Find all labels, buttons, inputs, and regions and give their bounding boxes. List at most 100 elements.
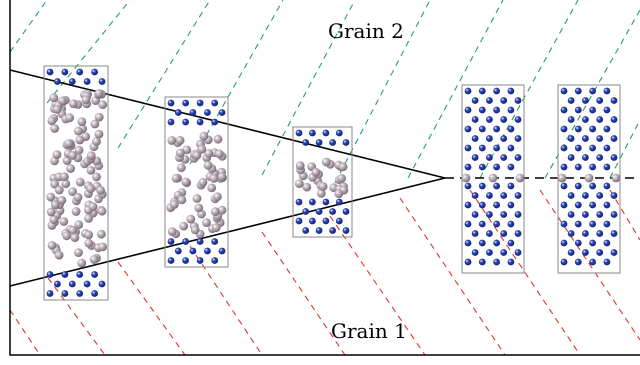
- gray-atom: [192, 194, 202, 203]
- blue-atom: [500, 116, 508, 123]
- blue-atom: [189, 247, 197, 255]
- gray-atom: [94, 129, 104, 139]
- blue-atom: [464, 220, 472, 228]
- blue-atom: [329, 208, 336, 215]
- blue-atom: [500, 211, 508, 218]
- blue-atom: [302, 139, 310, 146]
- blue-atom: [329, 227, 336, 234]
- blue-atom: [603, 201, 611, 209]
- gray-atom: [167, 227, 177, 237]
- gray-atom: [213, 192, 222, 202]
- grain-2-hatch-line: [46, 0, 131, 104]
- blue-atom: [309, 217, 316, 225]
- blue-atom: [174, 247, 182, 255]
- gray-atom: [74, 248, 83, 257]
- gray-atom: [92, 137, 101, 146]
- blue-atom: [493, 239, 500, 247]
- blue-atom: [500, 135, 508, 142]
- grain-1-hatch-line: [117, 261, 186, 356]
- blue-atom: [322, 217, 330, 225]
- gray-atom: [84, 214, 93, 223]
- blue-atom: [76, 271, 84, 278]
- blue-atom: [589, 144, 596, 152]
- blue-atom: [464, 258, 472, 266]
- blue-atom: [514, 154, 522, 161]
- blue-atom: [486, 211, 493, 218]
- gray-atom: [52, 150, 62, 160]
- blue-atom: [486, 249, 493, 256]
- blue-atom: [335, 129, 343, 137]
- blue-atom: [514, 230, 522, 237]
- blue-atom: [464, 125, 472, 133]
- blue-atom: [218, 247, 226, 255]
- blue-atom: [596, 192, 604, 199]
- blue-atom: [567, 116, 575, 123]
- blue-atom: [478, 106, 486, 114]
- gray-atom: [86, 151, 96, 161]
- blue-atom: [560, 163, 568, 171]
- blue-atom: [589, 87, 596, 95]
- gray-atom: [69, 99, 78, 109]
- gray-atom: [75, 135, 85, 145]
- gray-atom: [338, 162, 348, 172]
- blue-atom: [493, 144, 500, 152]
- blue-atom: [567, 154, 575, 161]
- grain-2-label: Grain 2: [328, 19, 404, 43]
- gray-atom: [557, 173, 567, 183]
- blue-atom: [574, 144, 582, 152]
- gray-atom: [70, 233, 80, 243]
- blue-atom: [603, 239, 611, 247]
- blue-atom: [295, 217, 303, 225]
- blue-atom: [500, 192, 508, 199]
- gray-atom: [186, 214, 196, 224]
- blue-atom: [464, 182, 472, 190]
- blue-atom: [478, 163, 486, 171]
- gray-atom: [337, 174, 346, 183]
- blue-atom: [471, 249, 479, 256]
- blue-atom: [486, 116, 493, 123]
- grain-2-hatch-line: [407, 0, 504, 179]
- gray-atom: [54, 250, 64, 260]
- blue-atom: [329, 139, 336, 146]
- blue-atom: [471, 116, 479, 123]
- blue-atom: [471, 97, 479, 104]
- gray-atom: [177, 195, 187, 205]
- blue-atom: [167, 238, 175, 245]
- blue-atom: [582, 211, 589, 218]
- blue-atom: [574, 163, 582, 171]
- blue-atom: [574, 201, 582, 209]
- blue-atom: [582, 97, 589, 104]
- gray-atom: [77, 258, 87, 268]
- gray-atom: [94, 112, 104, 122]
- blue-atom: [514, 211, 522, 218]
- grain-1-hatch-line: [399, 197, 506, 356]
- blue-atom: [596, 249, 604, 256]
- blue-atom: [560, 125, 568, 133]
- gray-atom: [207, 183, 217, 193]
- panel-4: [461, 84, 525, 274]
- blue-atom: [61, 68, 69, 76]
- blue-atom: [182, 118, 190, 126]
- blue-atom: [603, 144, 611, 152]
- blue-atom: [603, 220, 611, 228]
- gray-atom: [60, 172, 69, 182]
- blue-atom: [211, 257, 219, 264]
- gray-atom: [321, 157, 331, 167]
- gray-atom: [84, 230, 94, 240]
- blue-atom: [196, 238, 204, 245]
- grain-2-hatch-line: [189, 0, 284, 165]
- gray-atom: [49, 215, 59, 225]
- blue-atom: [478, 125, 486, 133]
- gray-atom: [611, 173, 621, 183]
- gray-atom: [176, 163, 186, 173]
- gray-atom: [198, 178, 208, 187]
- blue-atom: [204, 247, 211, 255]
- gray-atom: [294, 179, 304, 189]
- blue-atom: [514, 249, 522, 256]
- gray-atom: [96, 185, 105, 195]
- blue-atom: [91, 271, 98, 278]
- blue-atom: [514, 97, 522, 104]
- blue-atom: [589, 106, 596, 114]
- blue-atom: [596, 211, 604, 218]
- blue-atom: [167, 118, 175, 126]
